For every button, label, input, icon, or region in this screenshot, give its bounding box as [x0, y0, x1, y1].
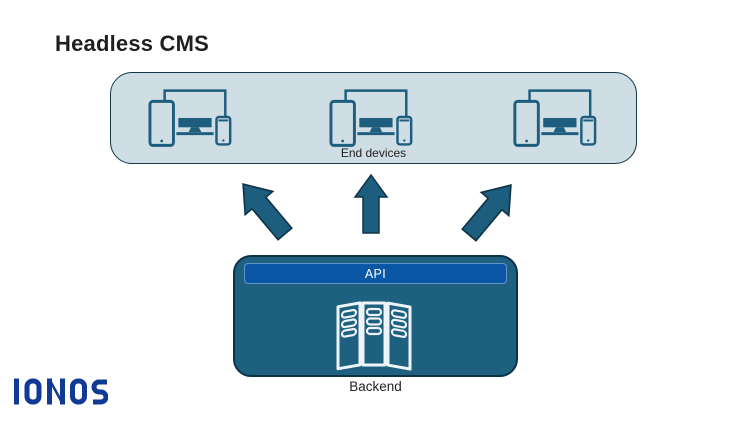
tablet-tv-smartphone-icon [329, 89, 413, 147]
up-right-arrow-icon [461, 184, 512, 242]
backend-panel: API [233, 255, 518, 377]
end-devices-label: End devices [340, 146, 407, 160]
ionos-logo: IONOS [14, 378, 108, 405]
backend-label: Backend [349, 379, 402, 394]
tablet-tv-smartphone-icon [513, 89, 597, 147]
brand-name: IONOS [0, 0, 1, 1]
end-devices-panel: End devices [110, 72, 637, 164]
api-label: API [364, 266, 387, 281]
page-title: Headless CMS [55, 31, 210, 56]
up-left-arrow-icon [242, 183, 293, 241]
api-bar: API [244, 263, 507, 284]
server-rack-icon [336, 301, 412, 371]
tablet-tv-smartphone-icon [148, 89, 232, 147]
arrows [242, 173, 512, 242]
up-arrow-icon [353, 173, 389, 234]
